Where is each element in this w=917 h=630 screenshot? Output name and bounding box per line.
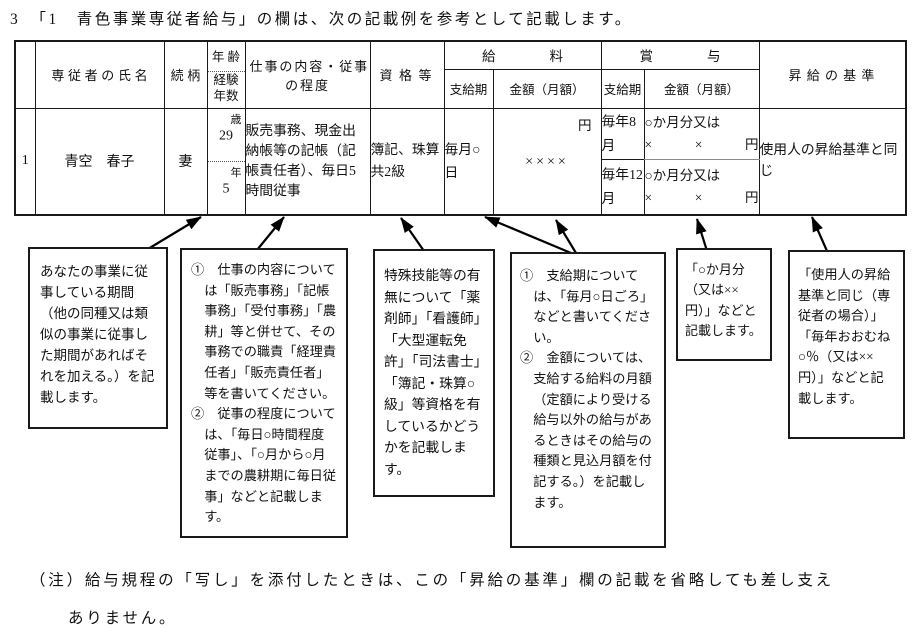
footnote-line2: ありません。 — [68, 610, 178, 627]
cell-bonus-period-1: 毎年8月 — [600, 107, 645, 161]
age-value: 29 — [219, 127, 233, 143]
callout-work-item1: ① 仕事の内容については「販売事務」「記帳事務」「受付事務」「農耕」等と併せて、… — [191, 262, 337, 401]
age-unit: 歳 — [230, 113, 242, 126]
footnote: （注）給与規程の「写し」を添付したときは、この「昇給の基準」欄の記載を省略しても… — [30, 562, 890, 630]
bonus-amount-2-line2: × × 円 — [644, 189, 759, 205]
cell-bonus-amount-2: ○か月分又は × × 円 — [643, 159, 760, 215]
col-age-experience-header: 年齢 経験年数 — [206, 40, 246, 109]
footnote-text: 給与規程の「写し」を添付したときは、この「昇給の基準」欄の記載を省略しても差し支… — [84, 572, 834, 589]
col-raise-header: 昇給の基準 — [758, 40, 907, 109]
age-header-label: 年齢 — [211, 50, 244, 64]
callout-salary: ① 支給期については、「毎月○日ごろ」などと書いてください。 ② 金額については… — [510, 252, 666, 548]
cell-qualification: 簿記、珠算共2級 — [369, 107, 445, 215]
experience-value: 5 — [222, 180, 230, 196]
cell-age-experience: 歳 29 年 5 — [206, 107, 246, 215]
col-qualification-header: 資格等 — [369, 40, 445, 109]
arrow-qualification — [400, 217, 425, 252]
callout-salary-item1: ① 支給期については、「毎月○日ごろ」などと書いてください。 — [520, 268, 654, 345]
cell-work: 販売事務、現金出納帳等の記帳（記帳責任者）、毎日5時間従事 — [244, 107, 371, 215]
bonus-amount-1-line1: ○か月分又は — [644, 115, 721, 131]
salary-group-header: 給 料 — [443, 40, 602, 70]
arrow-bonus — [695, 218, 709, 252]
salary-amount-unit: 円 — [578, 117, 592, 133]
callout-raise: 「使用人の昇給基準と同じ（専従者の場合）」「毎年おおむね○％（又は××円）」など… — [788, 250, 905, 439]
page-title: 3 「1 青色事業専従者給与」の欄は、次の記載例を参考として記載します。 — [10, 11, 633, 28]
bonus-amount-1-line2: × × 円 — [644, 136, 759, 152]
callout-bonus: 「○か月分（又は××円）」などと記載します。 — [676, 248, 772, 361]
col-row-number-header — [14, 40, 36, 109]
cell-row-number: 1 — [14, 107, 36, 215]
footnote-line1: （注）給与規程の「写し」を添付したときは、この「昇給の基準」欄の記載を省略しても… — [30, 562, 890, 600]
arrow-raise — [810, 216, 829, 252]
salary-period-header: 支給期 — [443, 68, 494, 109]
cell-raise: 使用人の昇給基準と同じ — [758, 107, 907, 215]
cell-bonus-amount-1: ○か月分又は × × 円 — [643, 107, 760, 161]
experience-header-label: 経験年数 — [208, 71, 244, 105]
cell-relation: 妻 — [163, 107, 208, 215]
bonus-amount-2-line1: ○か月分又は — [644, 168, 721, 184]
col-name-header: 専従者の氏名 — [34, 40, 165, 109]
callout-qualification: 特殊技能等の有無について「薬剤師」「看護師」「大型運転免許」「司法書士」「簿記・… — [373, 249, 495, 497]
cell-salary-amount: 円 ×××× — [492, 107, 602, 215]
experience-unit: 年 — [230, 166, 242, 179]
arrow-salary-amount — [555, 219, 577, 254]
footnote-label: （注） — [30, 572, 85, 589]
bonus-group-header: 賞 与 — [600, 40, 760, 70]
callout-experience-text: あなたの事業に従事している期間（他の同種又は類似の事業に従事した期間があればそれ… — [40, 264, 155, 406]
arrow-experience — [147, 216, 202, 250]
salary-amount-value: ×××× — [525, 154, 569, 170]
col-relation-header: 続柄 — [163, 40, 208, 109]
salary-amount-header: 金額（月額） — [492, 68, 602, 109]
cell-bonus-period-2: 毎年12月 — [600, 159, 645, 215]
arrow-work — [256, 216, 285, 251]
arrow-salary-period — [484, 215, 572, 255]
callout-work-item2: ② 従事の程度については、「毎日○時間程度従事」、「○月から○月までの農耕期に毎… — [191, 406, 337, 525]
cell-salary-period: 毎月○日 — [443, 107, 494, 215]
col-work-header: 仕事の内容・従事の程度 — [244, 40, 371, 109]
callout-salary-item2: ② 金額については、支給する給料の月額（定額により受ける給与以外の給与があるとき… — [520, 350, 652, 510]
callout-bonus-text: 「○か月分（又は××円）」などと記載します。 — [685, 262, 762, 338]
bonus-period-header: 支給期 — [600, 68, 645, 109]
callout-work: ① 仕事の内容については「販売事務」「記帳事務」「受付事務」「農耕」等と併せて、… — [180, 248, 348, 538]
callout-qualification-text: 特殊技能等の有無について「薬剤師」「看護師」「大型運転免許」「司法書士」「簿記・… — [384, 268, 481, 477]
callout-raise-text: 「使用人の昇給基準と同じ（専従者の場合）」「毎年おおむね○％（又は××円）」など… — [798, 267, 891, 406]
callout-experience: あなたの事業に従事している期間（他の同種又は類似の事業に従事した期間があればそれ… — [28, 247, 168, 429]
employee-salary-example-table: 専従者の氏名 続柄 年齢 経験年数 仕事の内容・従事の程度 資格等 給 料 賞 … — [14, 40, 907, 216]
bonus-amount-header: 金額（月額） — [643, 68, 760, 109]
cell-name: 青空 春子 — [34, 107, 165, 215]
